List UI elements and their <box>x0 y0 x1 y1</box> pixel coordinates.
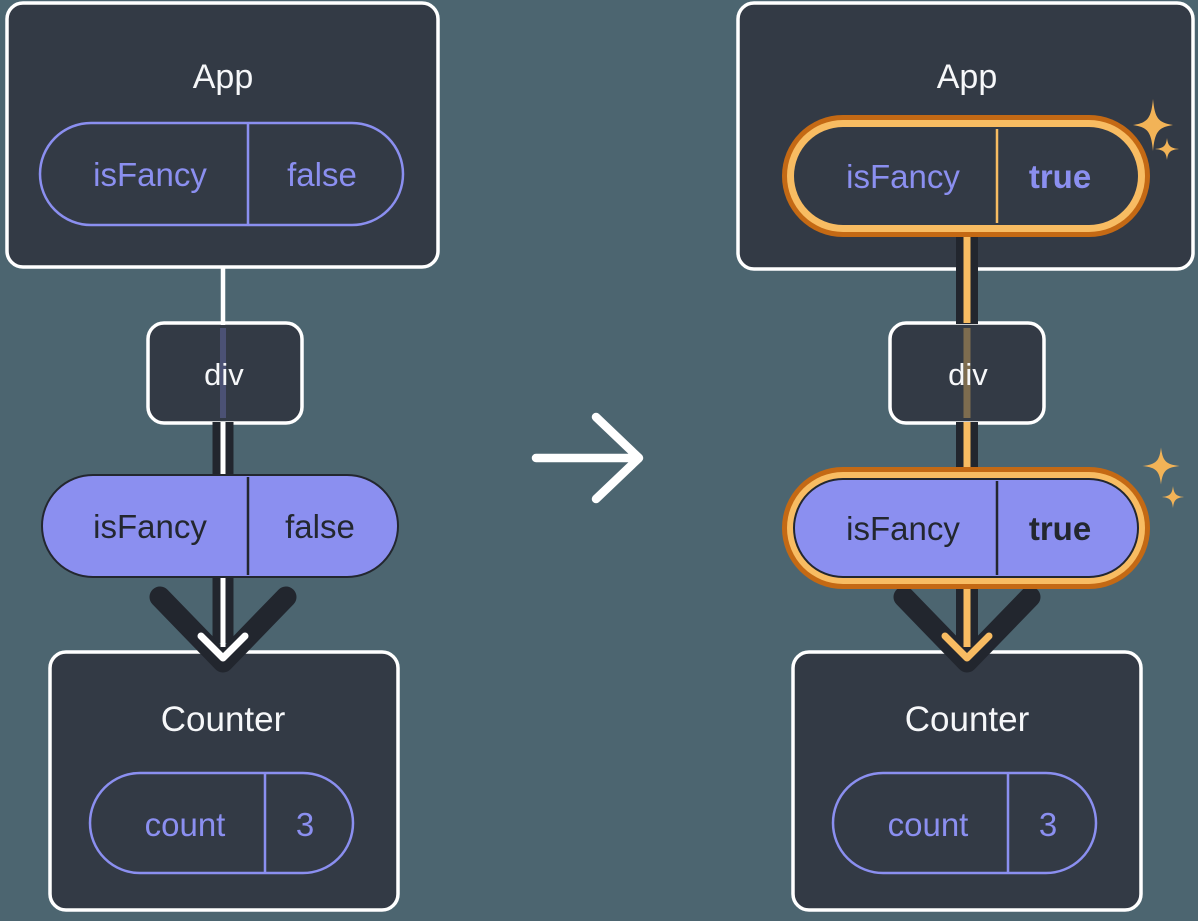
prop-name: isFancy <box>93 508 207 545</box>
sparkle-icon <box>1155 138 1179 160</box>
prop-pill-shape <box>38 121 405 227</box>
prop-name: isFancy <box>93 156 207 193</box>
transition-arrow-icon <box>531 412 644 504</box>
app-title: App <box>937 58 998 96</box>
div-label: div <box>204 357 244 392</box>
counter-card <box>791 650 1143 912</box>
counter-title: Counter <box>161 700 286 739</box>
prop-arrowhead-icon <box>197 632 249 662</box>
panel-before: isFancy false isFancy false count 3 App … <box>5 1 440 912</box>
state-pill-shape <box>88 771 355 875</box>
div-label: div <box>948 357 988 392</box>
app-prop-pill-highlighted: isFancy true <box>782 115 1150 237</box>
sparkles-icon <box>1142 447 1184 508</box>
prop-arrowhead-icon <box>941 632 993 662</box>
counter-state-pill: count 3 <box>831 771 1098 875</box>
panel-after: isFancy true isFancy true <box>736 1 1195 912</box>
prop-pill-shape <box>41 474 399 578</box>
state-value: 3 <box>1039 806 1057 843</box>
prop-pill-shape <box>794 127 1138 225</box>
passed-prop-pill: isFancy false <box>41 474 399 578</box>
prop-name: isFancy <box>846 158 960 195</box>
prop-name: isFancy <box>846 510 960 547</box>
prop-value: true <box>1029 158 1091 195</box>
sparkles-icon <box>1133 99 1179 160</box>
state-name: count <box>145 806 226 843</box>
counter-state-pill: count 3 <box>88 771 355 875</box>
right-arrow-icon <box>531 412 644 504</box>
sparkle-icon <box>1133 99 1173 151</box>
app-title: App <box>193 58 254 96</box>
flow-arrowhead-icon <box>149 586 297 673</box>
state-value: 3 <box>296 806 314 843</box>
prop-pill-shape <box>793 478 1139 578</box>
counter-title: Counter <box>905 700 1030 739</box>
app-prop-pill: isFancy false <box>38 121 405 227</box>
sparkle-icon <box>1142 447 1180 485</box>
prop-value: false <box>287 156 357 193</box>
state-name: count <box>888 806 969 843</box>
prop-value: true <box>1029 510 1091 547</box>
flow-arrowhead-icon <box>893 586 1041 673</box>
counter-card <box>48 650 400 912</box>
app-card <box>5 1 440 269</box>
passed-prop-pill-highlighted: isFancy true <box>782 467 1150 589</box>
sparkle-icon <box>1162 486 1184 508</box>
prop-value: false <box>285 508 355 545</box>
state-pill-shape <box>831 771 1098 875</box>
